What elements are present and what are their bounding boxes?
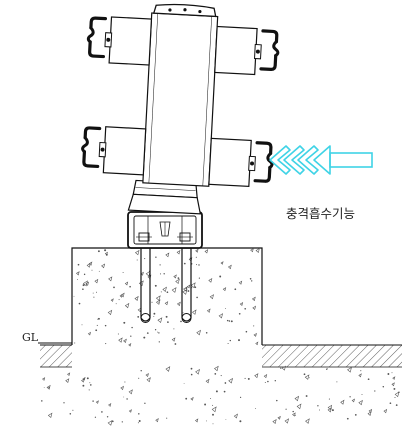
clamp-plate-lower-left (81, 126, 147, 176)
anchor-bolt-left (140, 240, 151, 323)
c-clamp-icon (253, 141, 274, 183)
ground-hatch-left (40, 344, 72, 368)
clamp-plate-lower-right (208, 137, 274, 187)
concrete-aggregate (41, 247, 400, 426)
c-clamp-icon (81, 126, 102, 169)
tilted-post (81, 3, 280, 215)
base-housing (127, 211, 203, 249)
ground-level-label: GL (22, 331, 39, 344)
anchor-bolt-right (181, 240, 192, 323)
clamp-plate-upper-right (214, 25, 280, 76)
impact-arrow-icon (269, 145, 373, 175)
impact-absorption-label: 충격흡수기능 (286, 206, 355, 221)
ground-level-marker: GL (22, 331, 72, 344)
c-clamp-icon (86, 16, 108, 59)
concrete-foundation (41, 247, 400, 426)
ground-hatch-right (262, 344, 402, 368)
c-clamp-icon (259, 29, 280, 71)
clamp-plate-upper-left (86, 16, 153, 66)
